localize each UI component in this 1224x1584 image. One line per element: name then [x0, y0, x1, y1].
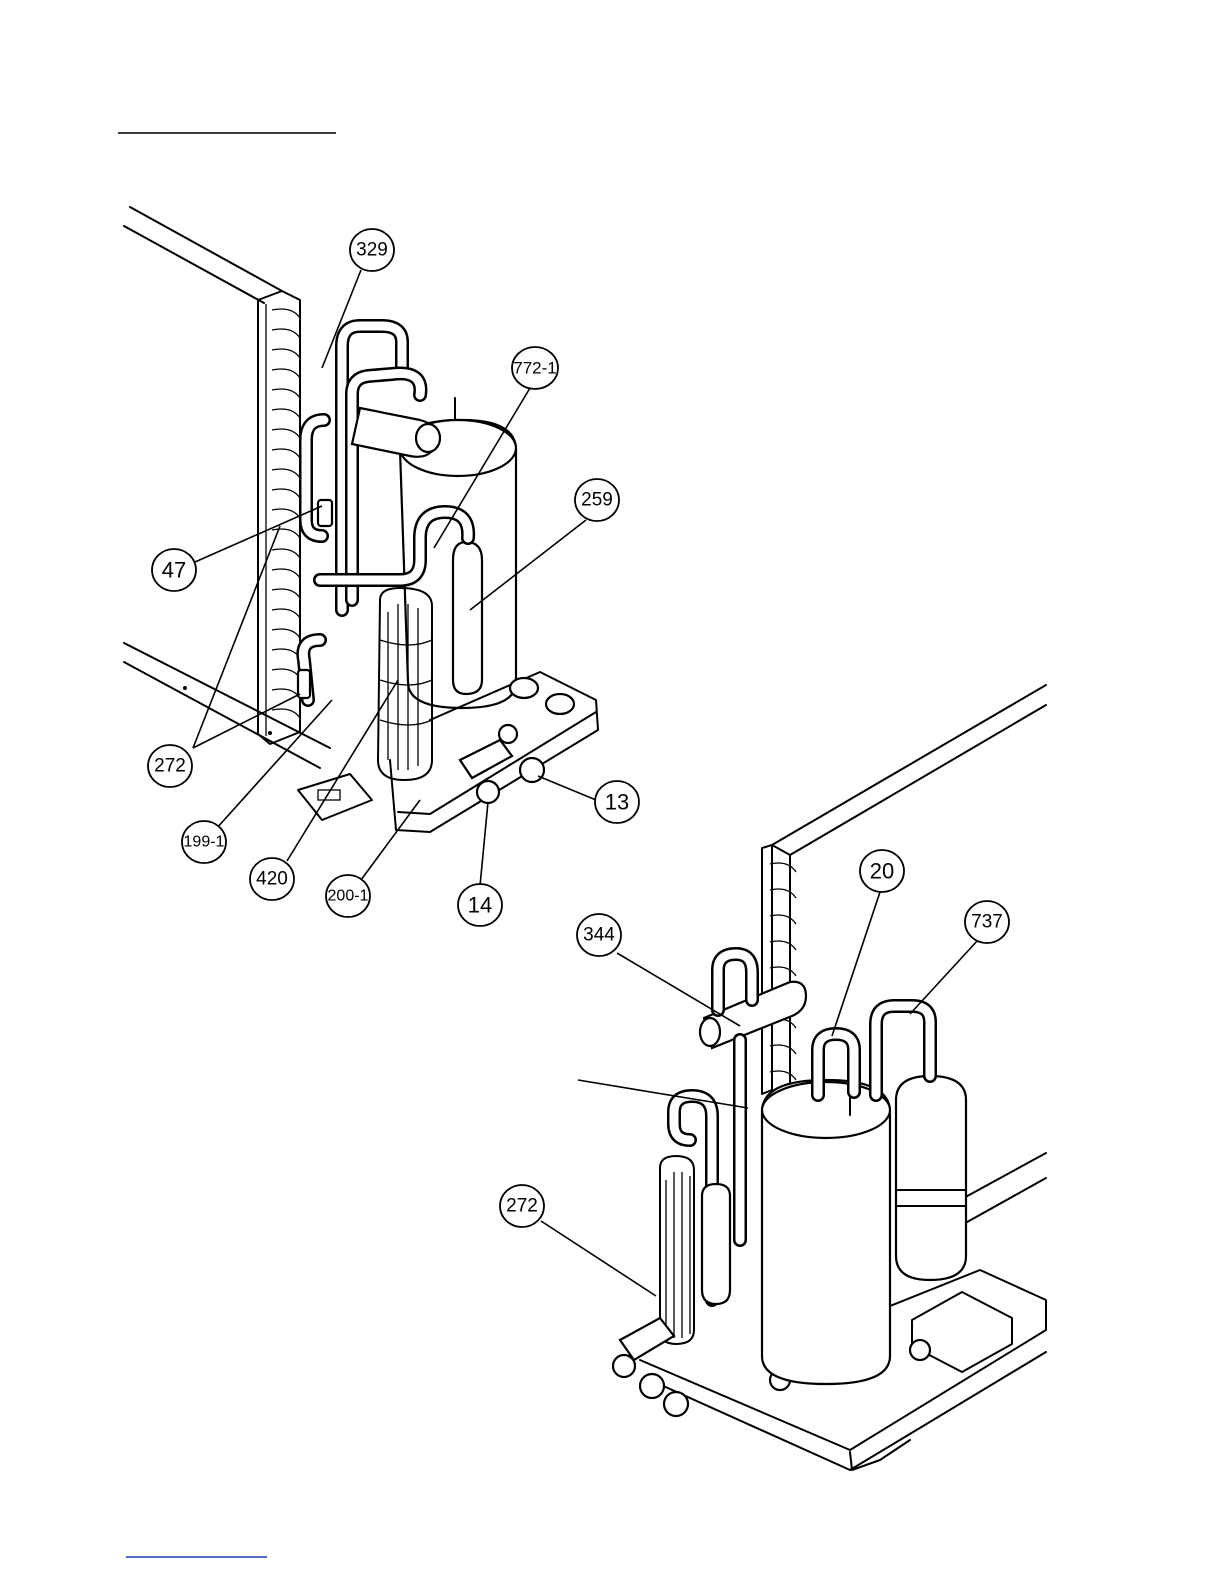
callout-label: 329 — [356, 240, 388, 261]
callout-label: 737 — [971, 912, 1003, 933]
callout-420: 420 — [250, 858, 294, 900]
callout-13: 13 — [595, 781, 639, 823]
callout-label: 272 — [154, 756, 186, 777]
callout-label: 772-1 — [513, 359, 556, 378]
callout-label: 272 — [506, 1196, 538, 1217]
callout-label: 259 — [581, 490, 613, 511]
callout-737: 737 — [965, 901, 1009, 943]
callout-label: 200-1 — [328, 888, 369, 905]
callout-329: 329 — [350, 229, 394, 271]
callout-200-1: 200-1 — [326, 875, 370, 917]
callout-772-1: 772-1 — [512, 347, 558, 389]
callout-14: 14 — [458, 884, 502, 926]
callout-272-bottom: 272 — [500, 1185, 544, 1227]
callout-20: 20 — [860, 850, 904, 892]
bottom-assembly-drawing — [613, 685, 1046, 1470]
callout-label: 14 — [468, 893, 492, 918]
callout-47: 47 — [152, 549, 196, 591]
callout-label: 47 — [162, 558, 186, 583]
callout-label: 420 — [256, 869, 288, 890]
callout-272-top: 272 — [148, 745, 192, 787]
callout-199-1: 199-1 — [182, 821, 226, 863]
callout-label: 344 — [583, 925, 615, 946]
callout-259: 259 — [575, 479, 619, 521]
callout-label: 199-1 — [184, 834, 225, 851]
callout-label: 20 — [870, 859, 894, 884]
top-assembly-drawing — [124, 207, 598, 832]
callout-label: 13 — [605, 790, 629, 815]
callout-344: 344 — [577, 914, 621, 956]
